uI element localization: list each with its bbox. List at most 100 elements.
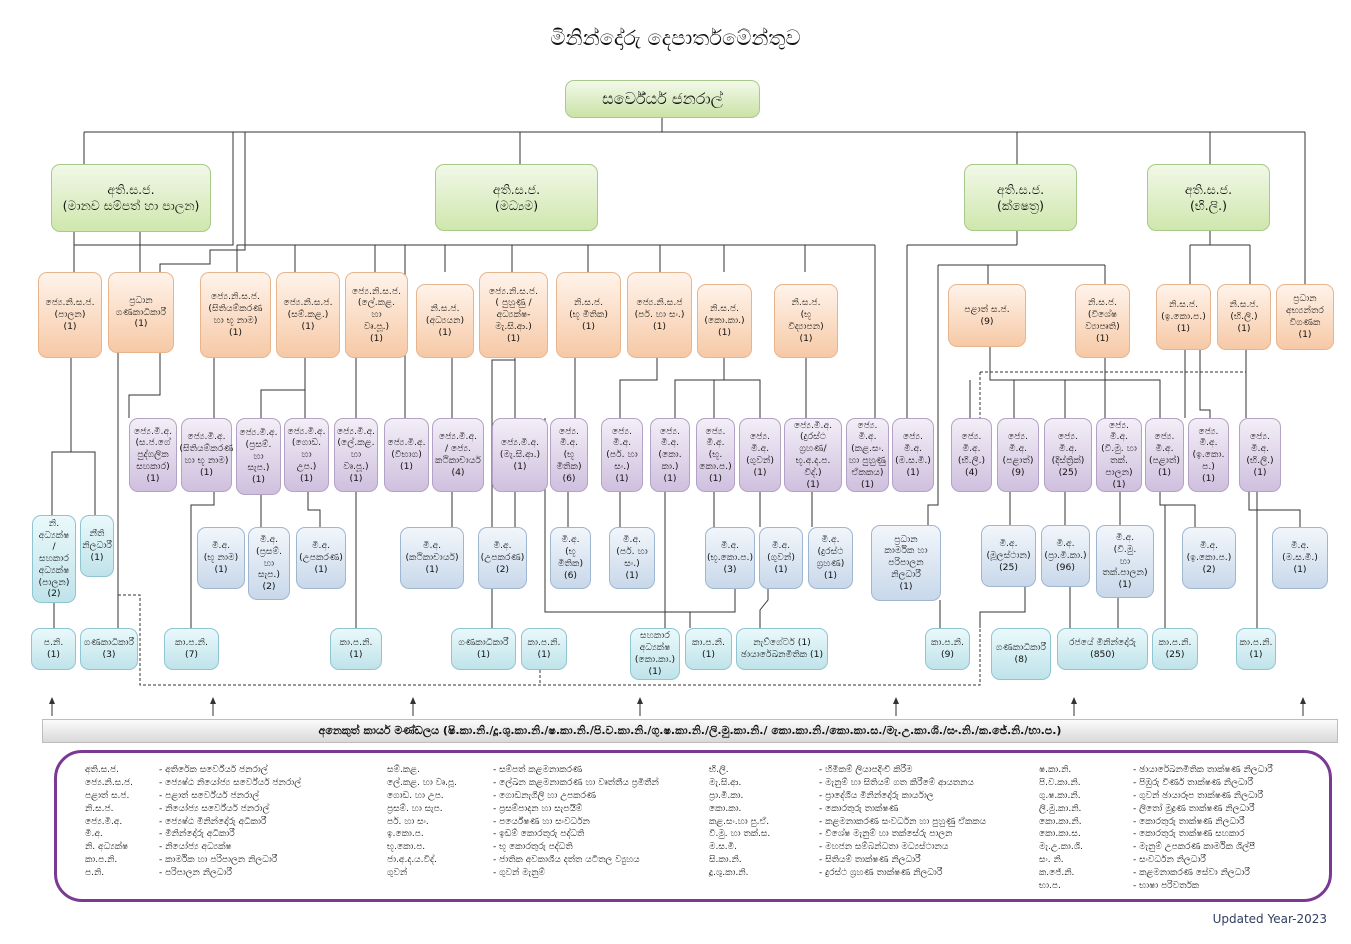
org-node-asg1: අති.ස.ජ. (මානව සම්පත් හා පාලන): [51, 164, 211, 232]
legend-abbr: මැ.උ.කා.ශි.: [1039, 842, 1083, 853]
arrow-head: [637, 697, 643, 704]
org-node-o7: ජ්‍යෙ.නි.ස.ජ. ( පුහුණු / අධ්‍යක්ෂ- මැ.සි…: [479, 272, 548, 358]
org-node-b5: මි.අ. (උපකරණ) (2): [478, 527, 527, 589]
org-node-o11: නි.ස.ජ. (භූ විද්‍යාපන) (1): [774, 284, 838, 358]
connector: [1199, 350, 1211, 418]
connector: [260, 358, 306, 418]
org-node-b16: මි.අ. (ම.ස.මි.) (1): [1272, 527, 1328, 589]
org-node-b13: මි.අ. (ප්‍රා.මි.කා.) (96): [1041, 525, 1090, 587]
org-node-b4: මි.අ. (කථිකාචාර්ය) (1): [400, 527, 464, 589]
org-node-sg: සර්වේයර් ජනරාල්: [565, 80, 760, 118]
org-node-c15: කා.ප.නි. (25): [1152, 628, 1198, 670]
legend-meaning: - නියෝජ්‍ය අධ්‍යක්ෂ: [159, 842, 232, 853]
org-node-b1: මි.අ. (භූ නාම) (1): [197, 527, 245, 589]
org-node-c13: ගණකාධිකාරී (8): [991, 628, 1051, 680]
legend-meaning: - කළමනාකරණ සේවා නිලධාරී: [1133, 868, 1250, 879]
legend-abbr: ලේ.කළ. හා වෘ.පූ.: [387, 777, 457, 788]
legend-meaning: - ජාතික අවකාශීය දත්ත යටිතල ව්‍යුහය: [493, 855, 640, 866]
connector: [989, 347, 1161, 418]
connector: [927, 265, 939, 525]
legend-meaning: - කොරතුරු තාක්ෂණ සහකාර: [1133, 829, 1245, 840]
org-node-p6: ජ්‍යෙ.මි.අ. (විභාග) (1): [384, 418, 429, 492]
legend-abbr: සි.කා.නි.: [709, 855, 742, 866]
legend-meaning: - ජ්‍යෙෂ්ඨ නියෝජ්‍ය සර්වේයර් ජනරාල්: [159, 777, 302, 788]
legend-meaning: - කොරතුරු තාක්ෂණ: [819, 803, 899, 814]
arrow-head: [210, 697, 216, 704]
legend-abbr: නි.ස.ජ.: [85, 803, 114, 814]
legend-meaning: - භාෂා පරිවර්තක: [1133, 881, 1200, 892]
legend-abbr: නි. අධ්‍යක්ෂ: [85, 842, 129, 853]
org-node-o14: නි.ස.ජ. (ඉ.කො.ප.) (1): [1156, 284, 1211, 350]
legend-abbr: ලි.මු.කා.නි.: [1039, 803, 1082, 814]
legend-meaning: - සම්පත් කළමනාකරණ: [493, 765, 583, 775]
legend-abbr: භි.ලි.: [709, 765, 729, 775]
org-node-asg4: අති.ස.ජ. (භි.ලි.): [1147, 164, 1270, 231]
legend-meaning: - මැනුම් හා සිතියම් ගත කිරීමේ ආයතනය: [819, 777, 974, 788]
org-node-asg3: අති.ස.ජ. (ක්ෂෙත්‍ර): [964, 164, 1077, 231]
legend-abbr: ජ්‍යෙ.නි.ස.ජ.: [85, 777, 134, 788]
org-node-o5: ජ්‍යෙ.නි.ස.ජ. (ලේ.කළ. හා වෘ.පූ.) (1): [345, 272, 408, 358]
legend-meaning: - ගුවන් ඡායාරූප තාක්ෂණ නිලධාරී: [1133, 790, 1264, 801]
org-node-p13: ජ්‍යෙ. මි.අ. (ගුවන්) (1): [739, 418, 781, 492]
legend-meaning: - සංවර්ධන නිලධාරී: [1133, 855, 1206, 866]
org-node-asg2: අති.ස.ජ. (මධ්‍යම): [435, 164, 598, 231]
legend-meaning: - ප්‍රසම්පාදන හා සැපයීම්: [493, 803, 583, 814]
org-node-p7: ජ්‍යෙ.මි.අ. / ජ්‍යෙ. කථිකාචාර්ය (4): [432, 418, 484, 492]
legend-abbr: ප්‍රසම්. හා සැප.: [387, 803, 443, 814]
legend-meaning: - කාර්මික හා පරිපාලන නිලධාරී: [159, 855, 278, 866]
legend-abbr: පළාත් ස.ජ.: [85, 790, 130, 801]
legend-abbr: සම්.කළ.: [387, 765, 420, 775]
legend-meaning: - කොරතුරු තාක්ෂණ නිලධාරී: [1133, 816, 1245, 827]
legend-abbr: කා.ප.නි.: [85, 855, 118, 866]
legend-meaning: - සිතියම් තාක්ෂණ නිලධාරී: [819, 855, 921, 866]
org-node-p18: ජ්‍යෙ. මි.අ. (පළාත්) (9): [997, 418, 1039, 492]
legend-abbr: පි.ව.කා.නි.: [1039, 777, 1081, 788]
legend-meaning: - අතිරේක සර්වේයර් ජනරාල්: [159, 765, 268, 775]
org-node-b3: මි.අ. (උපකරණ) (1): [296, 527, 346, 589]
legend-meaning: - මහජන සම්බන්ධතා මධ්‍යස්ථානය: [819, 842, 949, 853]
org-node-p16: ජ්‍යෙ. මි.අ. (ම.ස.මි.) (1): [892, 418, 934, 492]
legend-abbr: මැ.සි.ආ.: [709, 777, 742, 788]
org-node-c11: නැව්ගේටර් (1) ඡායාරේඛනමිතික (1): [736, 628, 828, 670]
legend-meaning: - පළාත් සර්වේයර් ජනරාල්: [159, 790, 260, 801]
page-title: මිනින්දෝරු දෙපාර්තමේන්තුව: [550, 26, 801, 50]
org-node-o13: නි.ස.ජ. (විශේෂ ව්‍යාපෘති) (1): [1075, 284, 1130, 358]
org-node-c9: සහකාර අධ්‍යක්ෂ (කො.කා.) (1): [630, 628, 680, 680]
org-node-o16: ප්‍රධාන අභ්‍යන්තර විගණක (1): [1276, 284, 1334, 350]
org-node-c3: ප.නි. (1): [31, 628, 76, 670]
arrow-head: [410, 697, 416, 704]
connector: [759, 589, 769, 628]
legend-abbr: ඉ.කො.ප.: [387, 829, 424, 840]
legend-meaning: - ජ්‍යෙෂ්ඨ මිනින්දෝරු අධිකාරී: [159, 816, 267, 827]
org-node-p20: ජ්‍යෙ. මි.අ. (වි.මු. හා තක්. පාලන) (1): [1096, 418, 1142, 492]
legend-abbr: පර්. හා සං.: [387, 816, 429, 827]
connector: [71, 451, 96, 515]
legend-abbr: සං. නි.: [1039, 855, 1064, 866]
org-node-p4: ජ්‍යෙ.මි.අ. (ගොඩ. හා උප.) (1): [284, 418, 329, 492]
connector: [74, 132, 234, 246]
org-node-c8: කා.ප.නි. (1): [521, 628, 567, 670]
org-node-b6: මි.අ. (භූ මිතික) (6): [550, 527, 591, 589]
org-node-p12: ජ්‍යෙ. මි.අ. (භූ. කො.ප.) (1): [696, 418, 735, 492]
connector: [307, 492, 321, 527]
org-node-b7: මි.අ. (පර්. හා සං.) (1): [609, 527, 655, 589]
updated-year: Updated Year-2023: [1212, 912, 1327, 926]
legend-abbr: කො.කා.: [709, 803, 742, 814]
legend-abbr: භා.ප.: [1039, 881, 1061, 892]
legend-meaning: - හිමිකම් ලියාපදිංචි කිරීම: [819, 765, 913, 775]
legend-meaning: - නියෝජ්‍ය සර්වේයර් ජනරාල්: [159, 803, 270, 814]
legend-meaning: - භූ කොරතුරු පද්ධති: [493, 842, 573, 853]
org-node-p14: ජ්‍යෙ.මි.අ. (දුරස්ථ ග්‍රහණ/ භූ.අ.ද.ප. වි…: [784, 418, 842, 492]
legend-meaning: - ඉඩම් කොරතුරු පද්ධති: [493, 829, 585, 840]
legend-meaning: - ලිතෝ මුද්‍රණ තාක්ෂණ නිලධාරී: [1133, 803, 1255, 814]
org-node-b14: මි.අ. (වි.මු. හා තක්.පාලන) (1): [1096, 525, 1154, 598]
org-node-b2: මි.අ. (ප්‍රසම්. හා සැප.) (2): [248, 527, 290, 600]
org-node-p1: ජ්‍යෙ.මි.අ. (ස.ජ.ගේ පුද්ගලික සහකාර) (1): [129, 418, 177, 492]
org-node-c2: නීති නිලධාරී (1): [80, 515, 114, 577]
org-node-b9: මි.අ. (ගුවන්) (1): [759, 527, 803, 589]
legend-abbr: ජා.අ.ද.ය.විද්.: [387, 855, 437, 866]
org-node-b10: මි.අ. (දුරස්ථ ග්‍රහණ) (1): [808, 527, 853, 589]
other-staff-bar: අනෙකුත් කාර්ය මණ්ඩලය (ෂි.කා.නි./දූ.ශු.කා…: [42, 719, 1338, 743]
org-node-o12: පළාත් ස.ජ. (9): [948, 284, 1026, 347]
